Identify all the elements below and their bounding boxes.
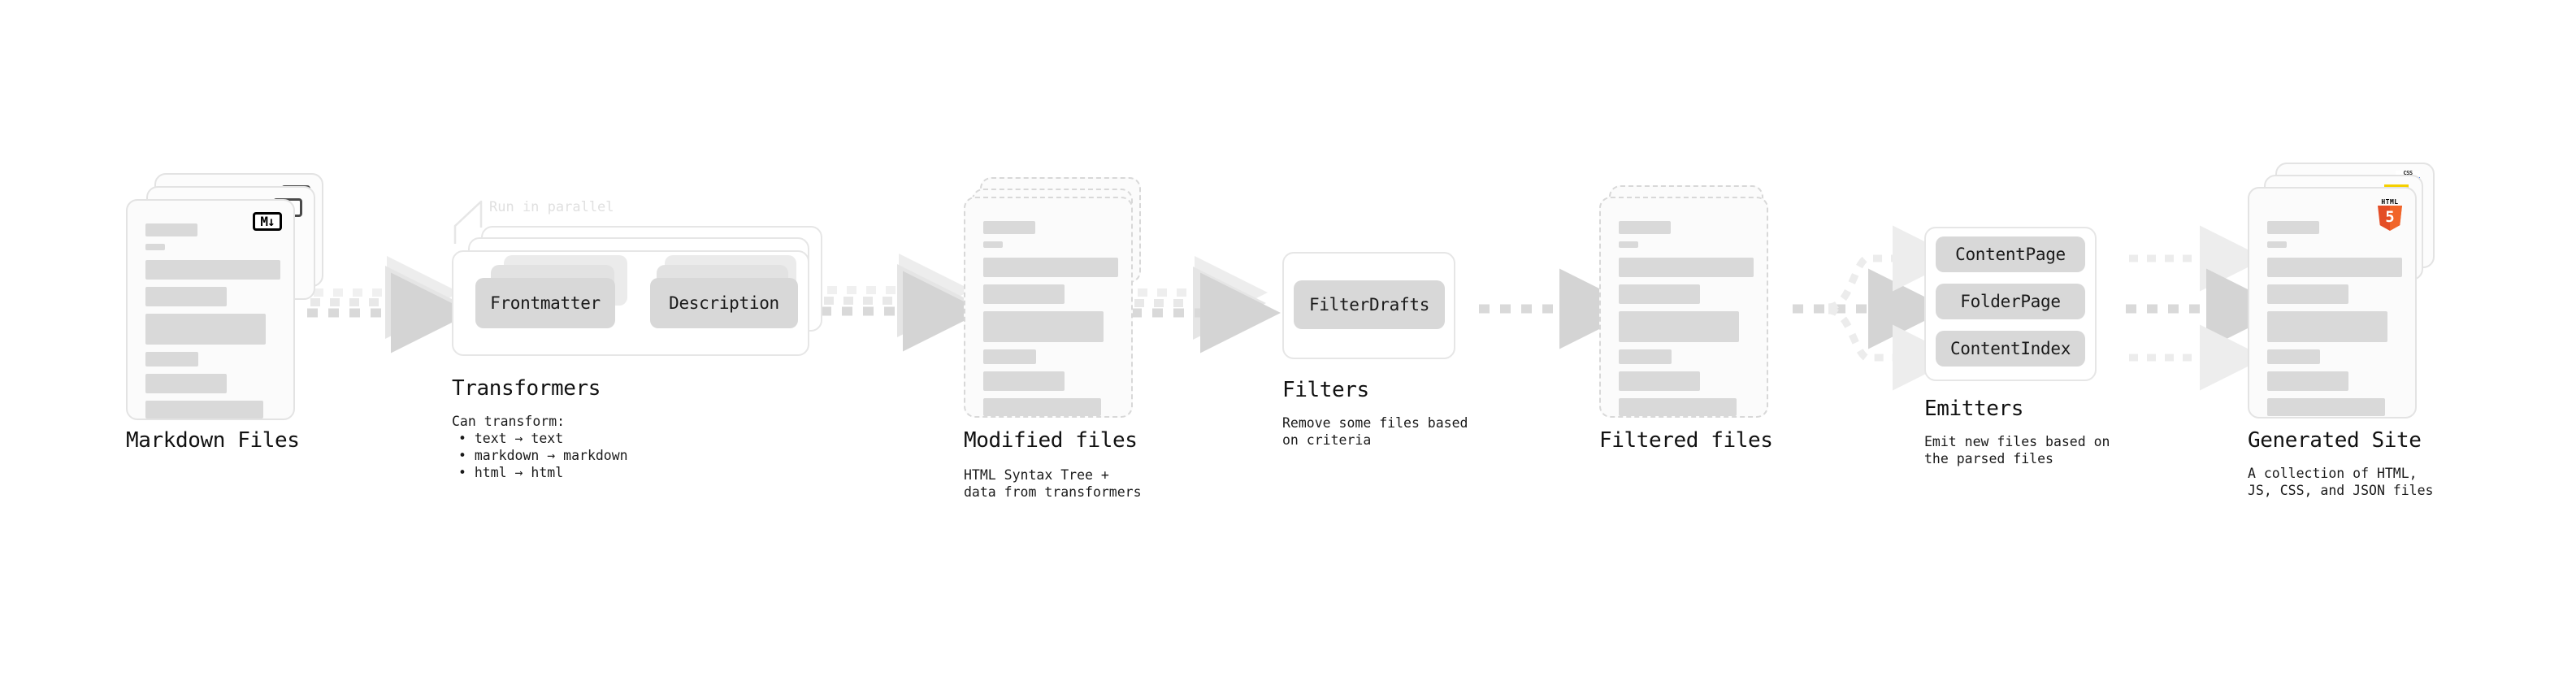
transformers-sub-items: • text → text • markdown → markdown • ht… <box>452 430 628 481</box>
modified-files-sub: HTML Syntax Tree + data from transformer… <box>964 467 1142 500</box>
arrow-modified-to-filters <box>1131 256 1281 354</box>
modified-files-title: Modified files <box>964 428 1138 453</box>
filters-title: Filters <box>1282 378 1369 402</box>
transformers-sub-lead: Can transform: <box>452 414 566 429</box>
filters-sub: Remove some files based on criteria <box>1282 415 1468 448</box>
frontmatter-chip[interactable]: Frontmatter <box>475 278 615 328</box>
contentpage-chip[interactable]: ContentPage <box>1936 236 2085 272</box>
html5-icon-label: HTML <box>2381 198 2399 206</box>
list-item: • markdown → markdown <box>458 448 628 463</box>
transformers-title: Transformers <box>452 376 601 401</box>
markdown-card-front[interactable]: M↓ <box>126 199 295 420</box>
emitters-title: Emitters <box>1924 397 2024 421</box>
arrow-markdown-to-transformers <box>307 256 471 354</box>
folderpage-chip[interactable]: FolderPage <box>1936 284 2085 319</box>
description-chip[interactable]: Description <box>650 278 798 328</box>
placeholder-lines <box>1619 221 1754 423</box>
css-icon-label: CSS <box>2403 170 2413 176</box>
transformers-sub: Can transform: • text → text • markdown … <box>452 413 628 481</box>
site-card-front[interactable]: HTML 5 <box>2248 187 2417 419</box>
list-item: • text → text <box>458 431 564 446</box>
filtered-card-front[interactable] <box>1599 197 1768 418</box>
contentindex-chip[interactable]: ContentIndex <box>1936 331 2085 367</box>
html5-icon: HTML 5 <box>2376 198 2404 231</box>
filterdrafts-chip[interactable]: FilterDrafts <box>1294 280 1445 329</box>
list-item: • html → html <box>458 465 564 480</box>
arrow-emitters-to-site <box>2126 225 2287 391</box>
placeholder-lines <box>983 221 1118 423</box>
generated-site-title: Generated Site <box>2248 428 2422 453</box>
markdown-icon: M↓ <box>253 212 282 231</box>
arrow-filtered-to-emitters <box>1793 225 1958 391</box>
run-in-parallel-label: Run in parallel <box>489 199 614 215</box>
html5-icon-digit: 5 <box>2385 208 2395 226</box>
placeholder-lines <box>2267 221 2402 423</box>
generated-site-sub: A collection of HTML, JS, CSS, and JSON … <box>2248 466 2434 498</box>
markdown-files-title: Markdown Files <box>126 428 300 453</box>
modified-card-front[interactable] <box>964 197 1133 418</box>
filtered-files-title: Filtered files <box>1599 428 1773 453</box>
placeholder-lines <box>145 223 280 426</box>
arrow-transformers-to-modified <box>821 254 983 352</box>
emitters-sub: Emit new files based on the parsed files <box>1924 434 2110 466</box>
